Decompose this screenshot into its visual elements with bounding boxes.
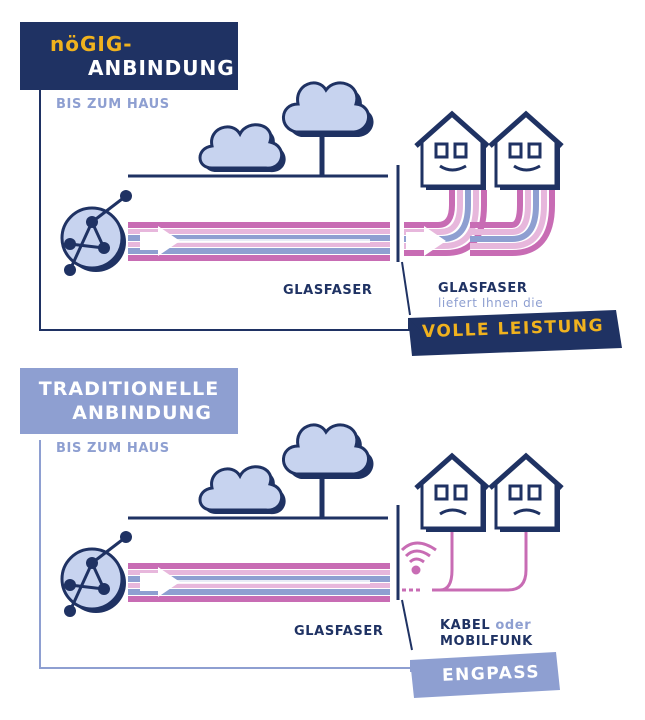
bottom-banner-shape bbox=[410, 652, 560, 698]
bottom-title-line1: TRADITIONELLE bbox=[38, 378, 220, 400]
bottom-cable-drop bbox=[432, 528, 528, 592]
bottom-house-2-icon bbox=[488, 452, 564, 532]
bottom-fiber-bundle bbox=[128, 563, 390, 602]
top-arrow-right-icon bbox=[406, 226, 446, 256]
bottom-arrow-icon bbox=[140, 567, 180, 597]
top-right-label-line2: liefert Ihnen die bbox=[438, 296, 544, 310]
wireless-signal-icon bbox=[400, 541, 437, 575]
top-arrow-left-icon bbox=[140, 226, 180, 256]
top-fiber-bundle bbox=[128, 222, 390, 261]
bottom-panel-frame bbox=[39, 440, 420, 669]
bottom-label-pointer bbox=[401, 599, 413, 651]
top-banner-shape bbox=[408, 310, 622, 356]
top-subtitle: BIS ZUM HAUS bbox=[56, 97, 170, 112]
top-fiber-label: GLASFASER bbox=[283, 283, 373, 298]
bottom-house-1-icon bbox=[414, 452, 490, 532]
bottom-banner-text: ENGPASS bbox=[441, 662, 541, 686]
top-tree-icon bbox=[282, 81, 374, 176]
top-bush-icon-shape bbox=[198, 123, 283, 170]
bottom-network-node-icon bbox=[60, 531, 132, 617]
top-panel-frame bbox=[39, 90, 420, 331]
bottom-right-label-word2: oder bbox=[495, 618, 532, 633]
top-fiber-drop bbox=[404, 190, 555, 256]
bottom-fiber-label: GLASFASER bbox=[294, 624, 384, 639]
bottom-title-line2: ANBINDUNG bbox=[72, 402, 212, 424]
top-house-2-icon bbox=[488, 110, 564, 190]
bottom-banner-notch bbox=[410, 660, 422, 672]
top-title-line2: ANBINDUNG bbox=[88, 56, 235, 80]
bottom-right-label-line1: KABEL oder bbox=[440, 618, 531, 633]
bottom-subtitle: BIS ZUM HAUS bbox=[56, 441, 170, 456]
top-house-1-icon bbox=[414, 110, 490, 190]
top-label-pointer bbox=[401, 261, 411, 316]
top-title-box: nöGIG- ANBINDUNG bbox=[20, 22, 238, 90]
bottom-right-label-line2: MOBILFUNK bbox=[440, 634, 533, 649]
top-title-line1: nöGIG- bbox=[50, 32, 133, 56]
bottom-right-label-word1: KABEL bbox=[440, 618, 491, 633]
top-right-label-line1: GLASFASER bbox=[438, 281, 528, 296]
bottom-bush-icon bbox=[198, 465, 283, 512]
top-network-node-icon bbox=[60, 190, 132, 276]
top-banner-notch bbox=[408, 318, 420, 330]
bottom-tree-icon bbox=[282, 423, 374, 518]
bottom-title-box: TRADITIONELLE ANBINDUNG bbox=[20, 368, 238, 434]
